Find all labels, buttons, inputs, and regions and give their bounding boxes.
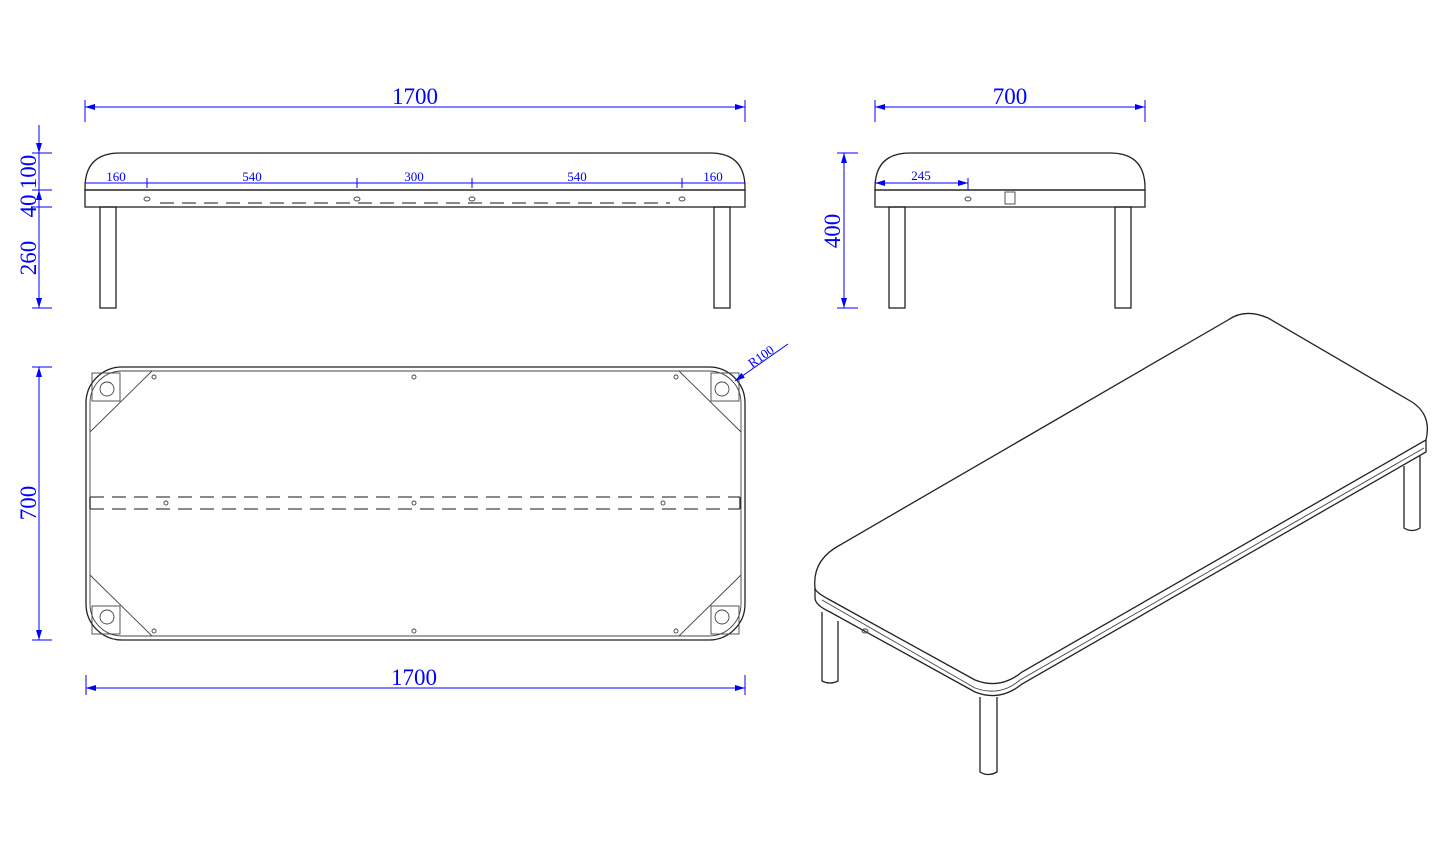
dim-overall-depth: 700	[993, 84, 1028, 109]
dim-overall-width: 1700	[392, 84, 438, 109]
dim-overall-height: 400	[820, 214, 845, 249]
dim-radius: R100	[745, 342, 777, 370]
dim-height-frame: 40	[16, 195, 41, 218]
front-view: 1700 160 540 300 540 160 100 40 260	[16, 84, 746, 309]
dim-height-cushion: 100	[16, 155, 41, 190]
side-view: 700 245 400	[820, 84, 1146, 309]
dim-plan-width: 1700	[391, 665, 437, 690]
dim-plan-depth: 700	[16, 486, 41, 521]
dim-segment-4: 540	[567, 169, 587, 184]
isometric-view	[814, 312, 1429, 776]
dim-segment-3: 300	[404, 169, 424, 184]
dim-offset: 245	[911, 168, 931, 183]
dim-segment-5: 160	[703, 169, 723, 184]
dim-height-leg: 260	[16, 241, 41, 276]
plan-view: R100 700 1700	[16, 342, 789, 695]
dim-segment-2: 540	[242, 169, 262, 184]
dim-segment-1: 160	[106, 169, 126, 184]
